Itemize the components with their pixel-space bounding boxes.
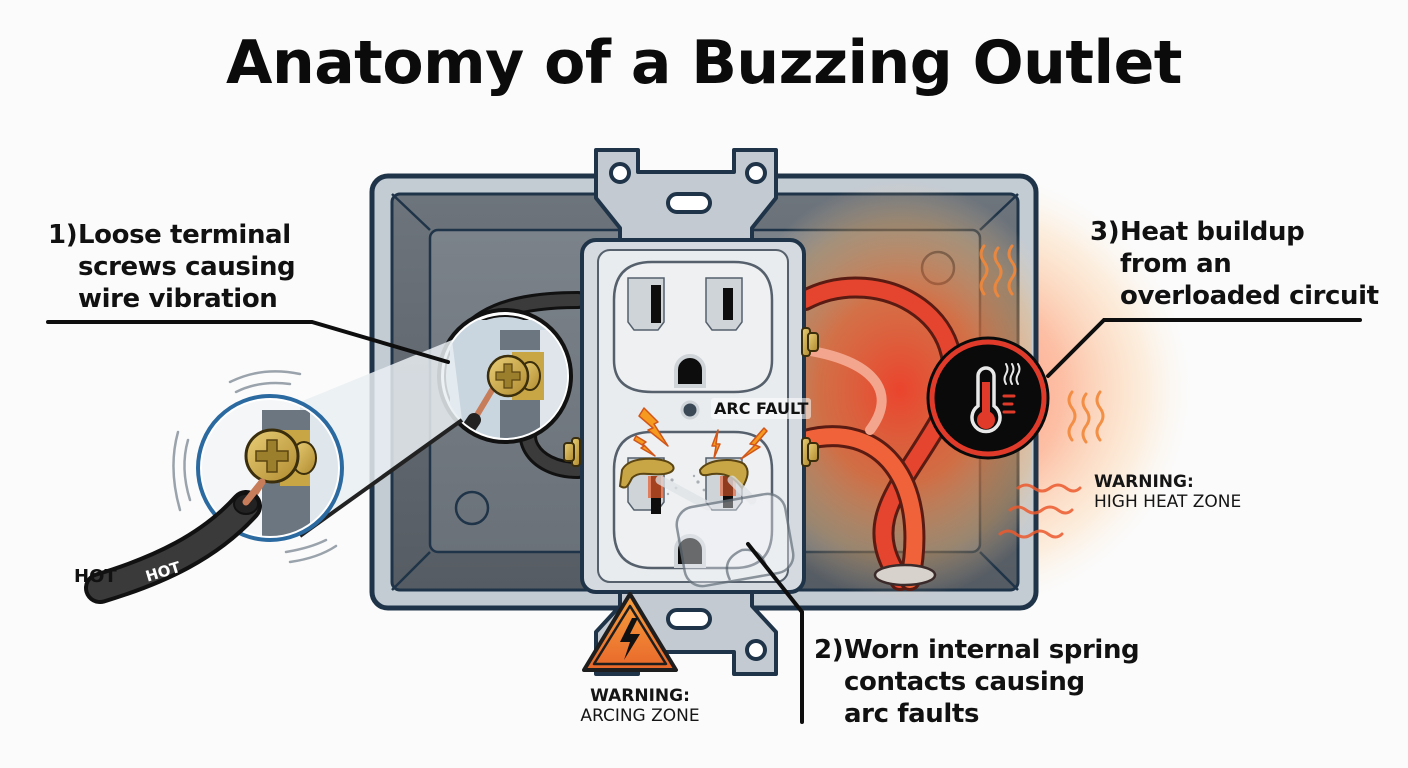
callout-1-loose-terminal-screws: 1)Loose terminal screws causing wire vib… [48,219,296,315]
arc-spark-icons [633,407,768,460]
callout-2-line-3: arc faults [844,699,980,729]
warning-high-heat-zone: WARNING: HIGH HEAT ZONE [1094,472,1241,512]
callout-2-number: 2) [814,635,844,665]
callout-2-line-1: Worn internal spring [844,635,1140,665]
screw-right-upper [801,327,819,357]
screw-left-lower [563,437,581,467]
warning-arcing-zone: WARNING: ARCING ZONE [565,686,715,726]
callout-3-line-3: overloaded circuit [1120,281,1379,311]
warning-heat-title: WARNING: [1094,472,1194,492]
warning-arcing-title: WARNING: [590,686,690,706]
high-voltage-warning-icon [582,592,678,672]
page-title: Anatomy of a Buzzing Outlet [226,28,1182,98]
warning-heat-text: HIGH HEAT ZONE [1094,492,1242,512]
upper-slot-right [705,277,743,331]
leader-line-2 [746,542,804,724]
heat-overlay [720,180,1032,600]
callout-3-line-2: from an [1120,249,1232,279]
worn-spring-contacts [618,457,749,496]
hot-label: HOT [74,566,117,587]
terminal-screws [563,327,819,467]
callout-1-number: 1) [48,220,78,250]
thermometer-heat-icon [926,336,1050,460]
callout-2-worn-spring-contacts: 2)Worn internal spring contacts causing … [814,634,1140,730]
callout-3-heat-buildup: 3)Heat buildup from an overloaded circui… [1090,216,1379,312]
arc-fault-label: ARC FAULT [711,398,812,419]
screw-right-lower [801,437,819,467]
leader-line-1 [46,320,450,364]
warning-arcing-text: ARCING ZONE [580,706,700,726]
callout-1-line-1: Loose terminal [78,220,291,250]
heat-waves [979,244,1105,444]
heat-waves-horizontal [998,483,1082,539]
leader-line-3 [1046,318,1362,378]
callout-1-line-2: screws causing [78,252,296,282]
upper-ground-hole [674,354,706,388]
callout-3-line-1: Heat buildup [1120,217,1305,247]
upper-slot-left [627,277,665,331]
callout-1-line-3: wire vibration [78,284,278,314]
callout-2-line-2: contacts causing [844,667,1085,697]
callout-3-number: 3) [1090,217,1120,247]
leader-lines [46,318,1362,724]
